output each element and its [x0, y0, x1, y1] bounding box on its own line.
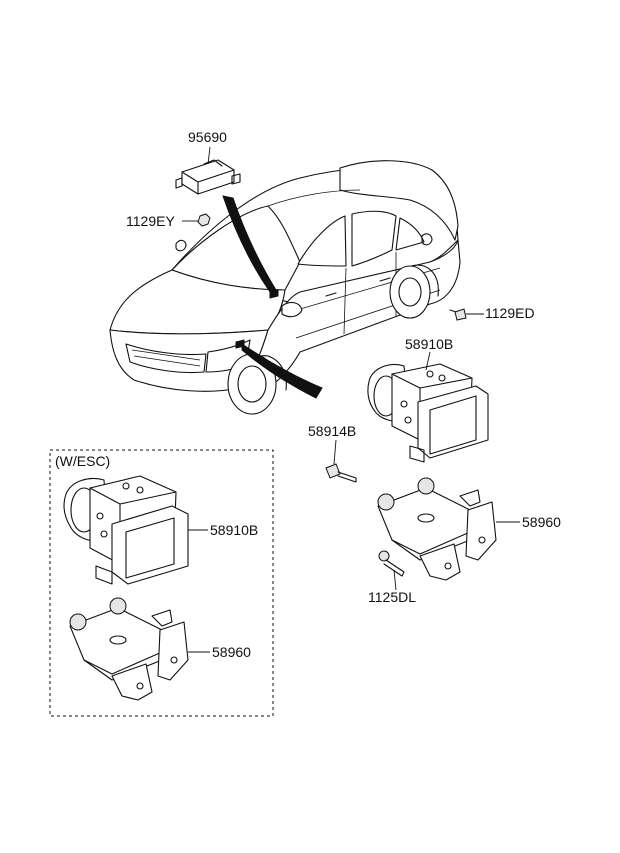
screw-ed [449, 308, 467, 321]
label-screw-ed: 1129ED [485, 305, 535, 321]
bolt-small [325, 463, 357, 483]
pointer-sensor [222, 195, 277, 293]
esc-bracket [69, 597, 189, 701]
pointer-hecu [241, 343, 323, 399]
label-bracket: 58960 [522, 514, 561, 530]
label-bolt-dl: 1125DL [368, 589, 416, 605]
label-nut: 1129EY [126, 213, 175, 229]
nut [197, 213, 211, 227]
esc-box-title: (W/ESC) [55, 453, 110, 469]
sensor-module [175, 159, 241, 195]
bracket [377, 477, 497, 581]
label-sensor: 95690 [188, 129, 227, 145]
label-bolt-small: 58914B [308, 423, 356, 439]
label-hecu: 58910B [405, 336, 453, 352]
car-illustration [109, 160, 461, 415]
esc-label-bracket: 58960 [212, 644, 251, 660]
esc-hecu-unit [63, 475, 189, 585]
bolt-dl [378, 550, 405, 577]
esc-box [49, 449, 274, 717]
hecu-unit [367, 363, 489, 463]
esc-label-hecu: 58910B [210, 522, 258, 538]
